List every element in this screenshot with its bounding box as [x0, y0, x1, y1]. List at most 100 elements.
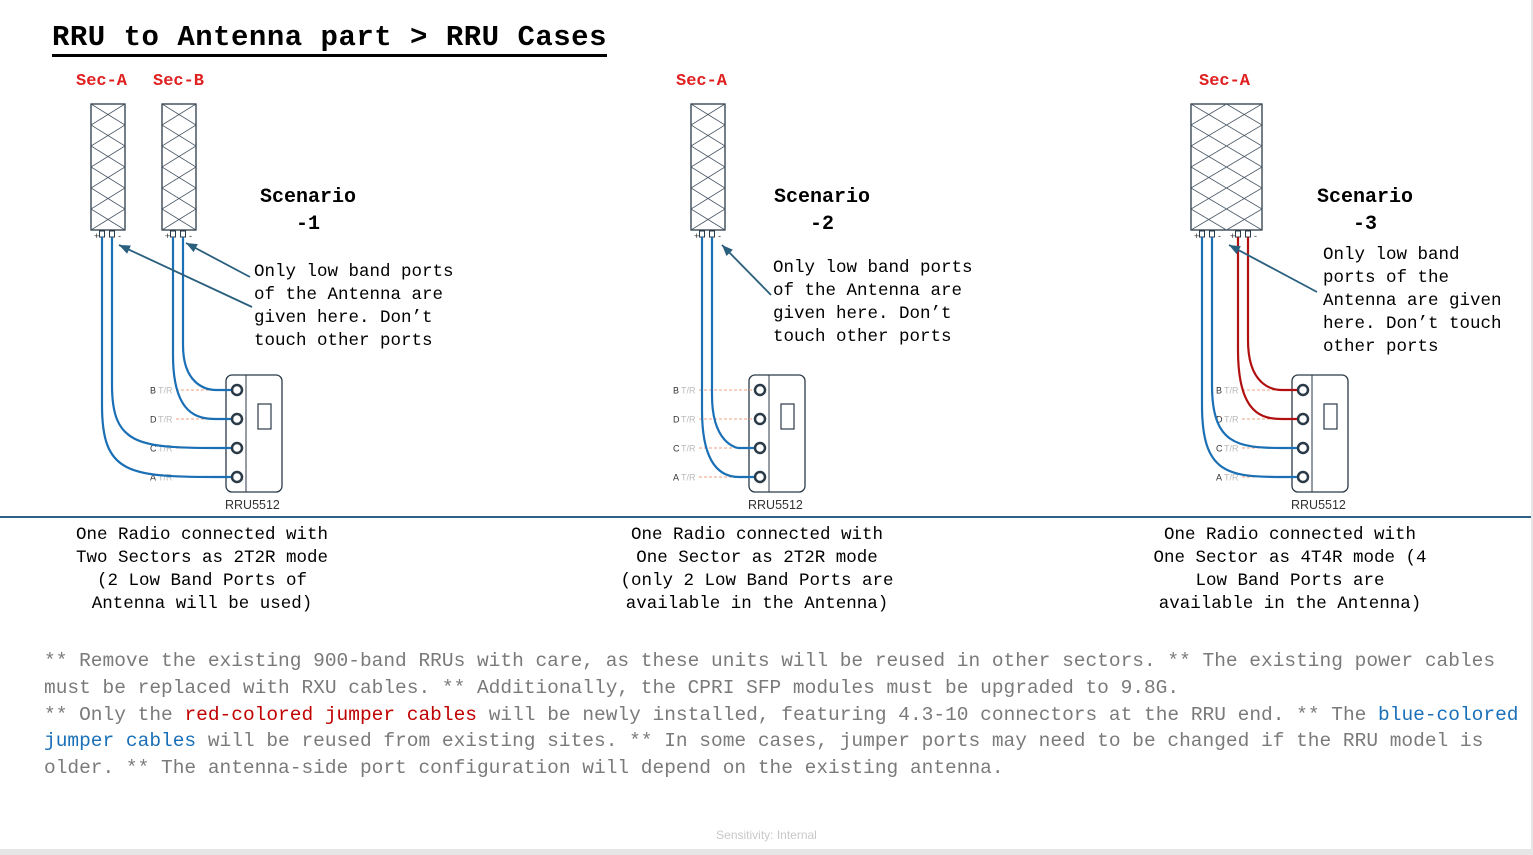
minus-sign: -: [1218, 231, 1221, 241]
note-text: will be reused from existing sites. ** I…: [44, 730, 1484, 780]
port-suffix: T/R: [1224, 473, 1239, 483]
rru-port: [1296, 441, 1310, 455]
plus-sign: +: [1194, 231, 1199, 241]
rru-slot: [780, 403, 795, 430]
scenario-1-note: Only low band ports of the Antenna are g…: [254, 262, 454, 351]
antenna-element-cross: [161, 103, 197, 231]
rru-port: [1296, 383, 1310, 397]
scenario-number: -1: [295, 213, 320, 236]
antenna-element-cross: [1190, 103, 1228, 231]
note-paragraph-1: ** Remove the existing 900-band RRUs wit…: [44, 650, 1496, 699]
rru-port: [1296, 470, 1310, 484]
blue-cable-highlight: blue-colored jumper cables: [44, 703, 1519, 753]
port-label-c: C: [673, 444, 680, 454]
port-label-b: B: [1216, 386, 1222, 396]
antenna-element-cross: [690, 103, 726, 231]
rru-slot: [257, 403, 272, 430]
plus-sign: +: [94, 231, 99, 241]
rru-port: [1296, 412, 1310, 426]
antenna-body: [161, 103, 197, 231]
minus-sign: -: [118, 231, 121, 241]
port-label-c: C: [150, 444, 157, 454]
rru-port: [230, 470, 244, 484]
sector-label-s2-a: Sec-A: [676, 72, 728, 91]
plus-sign: +: [694, 231, 699, 241]
sector-label-s3-a: Sec-A: [1199, 72, 1251, 91]
antenna-port: [1235, 230, 1241, 238]
antenna-element-cross: [1225, 103, 1263, 231]
port-suffix: T/R: [681, 444, 696, 454]
port-suffix: T/R: [681, 473, 696, 483]
jumper-cable: [700, 237, 754, 479]
jumper-cable: [171, 237, 231, 421]
antenna-port: [1209, 230, 1215, 238]
antenna-element-cross: [161, 103, 197, 231]
antenna: [690, 103, 726, 231]
plus-sign: +: [1230, 231, 1235, 241]
scenario-title-line: Scenario: [259, 186, 356, 209]
antenna: [1190, 103, 1263, 231]
scenario-title-line: Scenario: [773, 186, 870, 209]
port-suffix: T/R: [158, 444, 173, 454]
port-suffix: T/R: [158, 386, 173, 396]
installation-notes: ** Remove the existing 900-band RRUs wit…: [44, 648, 1524, 782]
jumper-cable: [110, 237, 231, 450]
antenna-element-cross: [90, 103, 126, 231]
antenna: [90, 103, 126, 231]
port-label-d: D: [150, 415, 157, 425]
arrow-head-icon: [722, 245, 733, 257]
antenna-port: [1199, 230, 1205, 238]
antenna-port: [170, 230, 176, 238]
port-suffix: T/R: [681, 386, 696, 396]
rru-model-label: RRU5512: [225, 498, 280, 512]
jumper-cable: [710, 237, 754, 450]
antenna-element-cross: [90, 103, 126, 231]
pointer-arrow-line: [118, 244, 253, 308]
antenna-port: [109, 230, 115, 238]
port-suffix: T/R: [1224, 415, 1239, 425]
sector-label-s1-a: Sec-A: [76, 72, 128, 91]
port-suffix: T/R: [158, 473, 173, 483]
plus-sign: +: [165, 231, 170, 241]
port-label-a: A: [673, 473, 679, 483]
rru-port: [753, 383, 767, 397]
bottom-bar: [0, 849, 1533, 855]
minus-sign: -: [718, 231, 721, 241]
pointer-arrow-line: [1228, 244, 1318, 293]
antenna-element-cross: [690, 103, 726, 231]
rru-model-label: RRU5512: [1291, 498, 1346, 512]
antenna-body: [690, 103, 726, 231]
sensitivity-label: Sensitivity: Internal: [716, 828, 817, 842]
antenna-port: [699, 230, 705, 238]
scenario-2-title: Scenario -2: [762, 184, 882, 238]
jumper-cable: [181, 237, 231, 392]
arrow-head-icon: [119, 245, 131, 254]
antenna-element-cross: [1225, 103, 1263, 231]
jumper-cable: [100, 237, 231, 479]
antenna-port: [99, 230, 105, 238]
scenario-number: -2: [809, 213, 834, 236]
page-title: RRU to Antenna part > RRU Cases: [52, 22, 607, 57]
port-label-d: D: [673, 415, 680, 425]
rru-port: [230, 383, 244, 397]
port-suffix: T/R: [1224, 386, 1239, 396]
rru-port: [230, 412, 244, 426]
antenna-port: [180, 230, 186, 238]
arrow-head-icon: [186, 243, 198, 253]
port-label-b: B: [673, 386, 679, 396]
scenario-title-line: Scenario: [1316, 186, 1413, 209]
pointer-arrow-line: [721, 244, 772, 296]
note-text: will be newly installed, featuring 4.3-1…: [477, 703, 1379, 726]
scenario-3-title: Scenario -3: [1305, 184, 1425, 238]
rru-model-label: RRU5512: [748, 498, 803, 512]
scenario-3-caption: One Radio connected with One Sector as 4…: [1153, 525, 1427, 614]
rru-slot: [1323, 403, 1338, 430]
divider: [0, 516, 1533, 518]
antenna: [161, 103, 197, 231]
pointer-arrow-line: [185, 242, 251, 278]
port-label-b: B: [150, 386, 156, 396]
port-label-c: C: [1216, 444, 1223, 454]
